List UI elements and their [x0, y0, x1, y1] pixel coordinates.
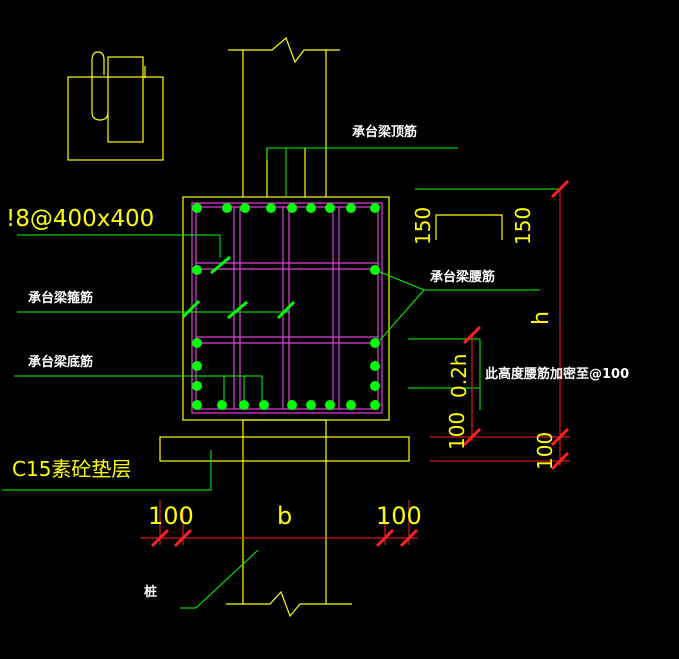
hook-b-dim: 150	[511, 207, 535, 245]
tie-spec-label: !8@400x400	[6, 206, 154, 232]
cover-in-dim: 100	[445, 412, 469, 450]
dimension-ticks	[150, 179, 570, 548]
height-dim: h	[529, 311, 554, 325]
dense-zone-dim: 0.2h	[447, 354, 471, 398]
cover-out-dim: 100	[533, 432, 557, 470]
leader-lines	[2, 147, 558, 609]
upper-column	[228, 36, 340, 197]
hook-150-detail	[435, 214, 503, 240]
stirrup-ticks	[181, 255, 296, 320]
longitudinal-bars	[192, 203, 380, 410]
width-dim: b	[277, 502, 292, 530]
right-ext-dim: 100	[376, 502, 422, 530]
web-note-label: 此高度腰筋加密至@100	[485, 366, 629, 382]
beam-outline	[159, 196, 410, 618]
bottom-bar-label: 承台梁底筋	[28, 354, 93, 370]
web-bar-label: 承台梁腰筋	[430, 269, 495, 285]
hook-a-dim: 150	[411, 207, 435, 245]
left-ext-dim: 100	[148, 502, 194, 530]
hook-detail	[67, 51, 164, 161]
top-bar-label: 承台梁顶筋	[352, 124, 417, 140]
dimension-lines	[140, 189, 570, 545]
pile-label: 桩	[144, 584, 157, 600]
stirrup-label: 承台梁箍筋	[28, 290, 93, 306]
cushion-label: C15素砼垫层	[12, 457, 131, 481]
